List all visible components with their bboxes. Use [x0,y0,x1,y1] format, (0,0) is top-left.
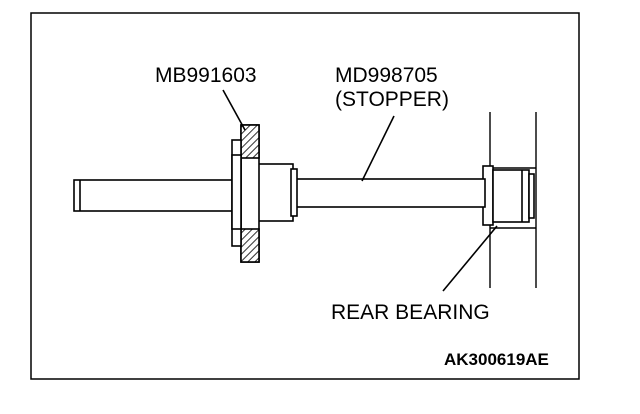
label-md998705: MD998705 [335,64,438,87]
label-rear-bearing: REAR BEARING [331,301,490,324]
leader-md998705 [361,115,395,182]
mb991603-plate [231,124,260,263]
leader-rear-bearing [442,225,498,292]
figure-code: AK300619AE [444,350,549,369]
label-stopper: (STOPPER) [335,88,449,111]
rear-bearing [482,165,535,226]
leader-mb991603 [222,89,246,131]
figure-frame [30,12,580,380]
stopper-tool [73,163,486,222]
leader-lines [222,89,498,292]
label-mb991603: MB991603 [155,64,257,87]
